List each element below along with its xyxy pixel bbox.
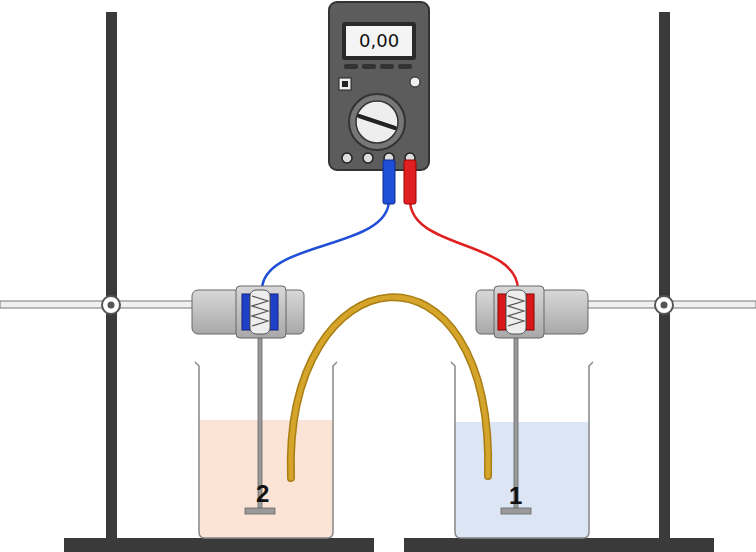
callout-number: 2 [256, 482, 269, 506]
salt-bridge [291, 297, 488, 478]
beaker [195, 362, 593, 538]
crocodile-clamp [192, 286, 588, 338]
meter-reading: 0,00 [359, 32, 399, 50]
wire [262, 200, 389, 290]
multimeter [329, 2, 429, 204]
callout-number: 1 [509, 484, 522, 508]
wire [410, 200, 518, 290]
beaker [199, 420, 589, 538]
salt-bridge [291, 297, 488, 478]
